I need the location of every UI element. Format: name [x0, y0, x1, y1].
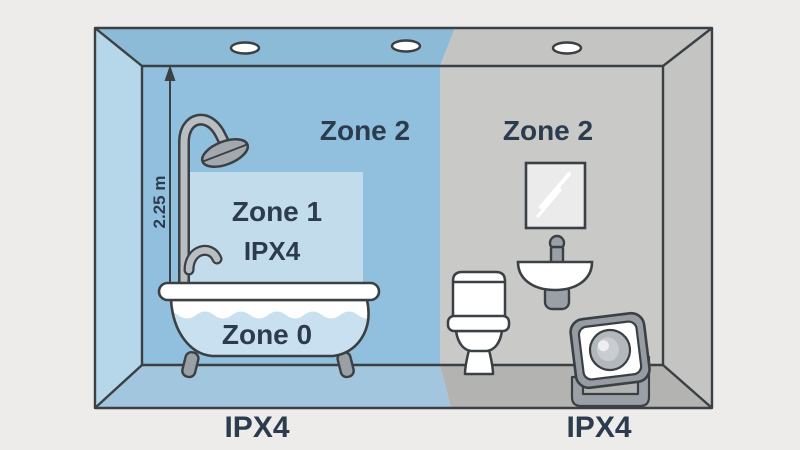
- zone2-left-label: Zone 2: [320, 115, 410, 146]
- basin-bowl: [516, 260, 594, 292]
- dimension-label: 2.25 m: [150, 176, 169, 229]
- bath-water: [171, 311, 369, 356]
- toilet-bowl: [454, 329, 504, 353]
- bathtub-rim: [157, 281, 381, 302]
- downlight-icon: [229, 41, 261, 55]
- zone0-label: Zone 0: [222, 319, 312, 350]
- zone1-rating-label: IPX4: [244, 236, 301, 266]
- room-outlines: [93, 26, 714, 410]
- height-dimension-arrow: 2.25 m: [150, 65, 176, 285]
- toilet-icon: [446, 270, 511, 376]
- left-wall: [95, 28, 142, 408]
- bathtub-foot: [181, 350, 200, 379]
- zone2-right-label: Zone 2: [503, 115, 593, 146]
- toilet-seat: [446, 314, 511, 333]
- floor-blue: [95, 365, 451, 408]
- downlight-icon: [390, 39, 422, 53]
- faucet-icon: [183, 244, 223, 276]
- toilet-tank: [451, 270, 507, 320]
- downlights: [229, 39, 583, 55]
- washbasin-icon: [516, 234, 594, 311]
- downlight-icon: [551, 41, 583, 55]
- arrow-up-icon: [164, 65, 176, 81]
- right-wall: [663, 28, 712, 408]
- mirror-icon: [524, 161, 587, 230]
- zone1-label: Zone 1: [232, 196, 322, 227]
- zone1-area: [188, 172, 363, 288]
- rating-bottom-left-label: IPX4: [224, 411, 289, 444]
- shower-icon: [178, 113, 250, 298]
- bathtub-icon: [157, 281, 381, 379]
- ceiling-blue: [95, 28, 455, 66]
- floodlight-icon: [569, 311, 651, 408]
- rating-bottom-right-label: IPX4: [566, 411, 631, 444]
- floodlight-body: [569, 311, 651, 390]
- toilet-pedestal: [463, 348, 495, 376]
